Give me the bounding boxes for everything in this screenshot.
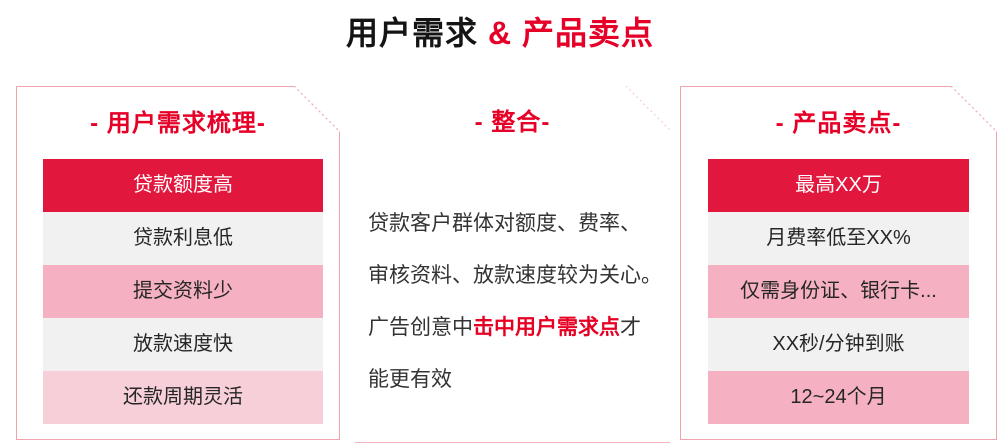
selling-points-panel: - 产品卖点- 最高XX万月费率低至XX%仅需身份证、银行卡...XX秒/分钟到… <box>680 86 997 440</box>
corner-fold-icon <box>294 86 340 132</box>
integration-text: 贷款客户群体对额度、费率、 审核资料、放款速度较为关心。 广告创意中击中用户需求… <box>368 198 670 406</box>
list-item: 放款速度快 <box>43 318 323 371</box>
user-needs-list: 贷款额度高贷款利息低提交资料少放款速度快还款周期灵活 <box>43 159 323 424</box>
list-item: 月费率低至XX% <box>708 212 969 265</box>
user-needs-header: - 用户需求梳理- <box>90 110 266 137</box>
list-item: 12~24个月 <box>708 371 969 424</box>
user-needs-panel: - 用户需求梳理- 贷款额度高贷款利息低提交资料少放款速度快还款周期灵活 <box>16 86 340 440</box>
page-title: 用户需求 & 产品卖点 <box>0 8 1000 54</box>
title-red-text: & 产品卖点 <box>478 15 654 51</box>
list-item: 贷款利息低 <box>43 212 323 265</box>
integration-panel: - 整合- 贷款客户群体对额度、费率、 审核资料、放款速度较为关心。 广告创意中… <box>355 86 670 443</box>
integration-header: - 整合- <box>474 109 551 136</box>
list-item: XX秒/分钟到账 <box>708 318 969 371</box>
integration-line4: 能更有效 <box>368 368 452 391</box>
integration-line3-before: 广告创意中 <box>368 316 473 339</box>
highlight-text: 击中用户需求点 <box>473 316 620 339</box>
title-black-text: 用户需求 <box>346 15 479 51</box>
selling-points-header: - 产品卖点- <box>775 110 902 137</box>
list-item: 贷款额度高 <box>43 159 323 212</box>
integration-line2: 审核资料、放款速度较为关心。 <box>368 264 662 287</box>
corner-fold-icon <box>951 86 997 132</box>
integration-line1: 贷款客户群体对额度、费率、 <box>368 212 641 235</box>
corner-fold-icon <box>626 86 670 130</box>
integration-line3-after: 才 <box>620 316 641 339</box>
list-item: 仅需身份证、银行卡... <box>708 265 969 318</box>
list-item: 提交资料少 <box>43 265 323 318</box>
list-item: 最高XX万 <box>708 159 969 212</box>
list-item: 还款周期灵活 <box>43 371 323 424</box>
